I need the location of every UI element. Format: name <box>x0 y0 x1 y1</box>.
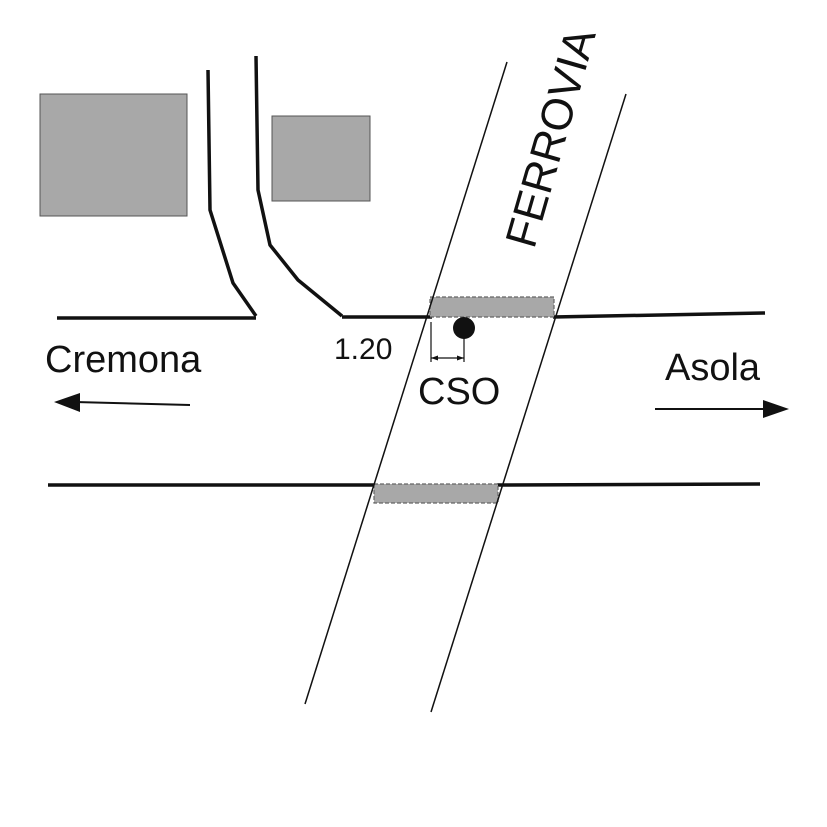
level-crossing-south <box>373 483 499 504</box>
road-south-edge-east <box>496 482 761 487</box>
west-arrow-head <box>54 393 80 412</box>
road-north-edge-east <box>552 311 766 319</box>
building-west <box>39 93 188 217</box>
dimension-arrow-left <box>431 355 438 361</box>
east-arrow-head <box>763 400 789 418</box>
railway-edge-west <box>304 61 508 705</box>
railway-edge-east <box>430 93 627 713</box>
railway-label: FERROVIA <box>497 22 606 252</box>
station-point <box>453 317 475 339</box>
side-street-left-edge <box>206 69 258 318</box>
east-destination-label: Asola <box>665 347 761 389</box>
dimension-arrow-right <box>457 355 464 361</box>
station-label: CSO <box>418 371 500 413</box>
building-east <box>271 115 371 202</box>
level-crossing-north <box>429 296 555 318</box>
west-arrow-shaft <box>74 401 191 406</box>
side-street-right-edge <box>254 55 344 318</box>
west-destination-label: Cremona <box>45 339 202 381</box>
offset-distance-label: 1.20 <box>334 333 392 366</box>
